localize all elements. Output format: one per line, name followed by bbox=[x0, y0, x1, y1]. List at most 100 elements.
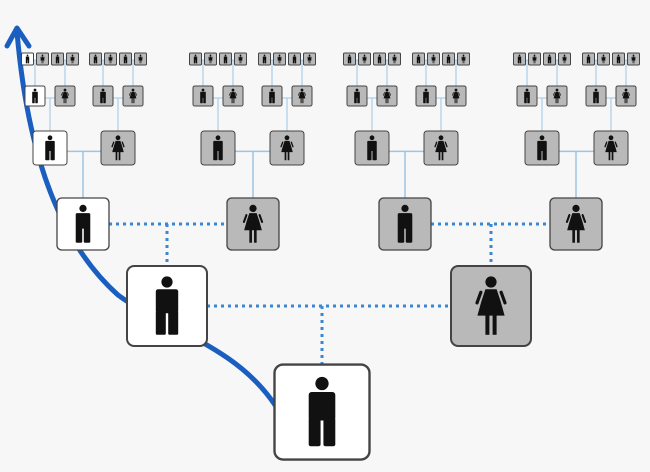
female-node bbox=[226, 197, 280, 251]
male-node bbox=[346, 85, 368, 107]
male-icon bbox=[213, 135, 223, 161]
female-icon bbox=[601, 54, 606, 64]
male-node bbox=[51, 52, 64, 66]
male-icon bbox=[75, 204, 91, 243]
female-node bbox=[54, 85, 76, 107]
male-icon bbox=[55, 54, 60, 64]
female-icon bbox=[431, 54, 436, 64]
male-node bbox=[200, 130, 236, 166]
male-node bbox=[119, 52, 132, 66]
female-icon bbox=[553, 88, 561, 104]
female-node bbox=[445, 85, 467, 107]
female-icon bbox=[238, 54, 243, 64]
female-icon bbox=[242, 204, 264, 243]
male-node bbox=[373, 52, 386, 66]
male-icon bbox=[616, 54, 621, 64]
female-node bbox=[549, 197, 603, 251]
male-node bbox=[612, 52, 625, 66]
female-node bbox=[273, 52, 286, 66]
female-icon bbox=[475, 276, 507, 335]
female-icon bbox=[280, 135, 294, 161]
female-icon bbox=[229, 88, 237, 104]
paternal-male-node bbox=[21, 52, 34, 66]
male-icon bbox=[517, 54, 522, 64]
female-node bbox=[593, 130, 629, 166]
male-icon bbox=[547, 54, 552, 64]
female-node bbox=[615, 85, 637, 107]
female-node bbox=[134, 52, 147, 66]
female-icon bbox=[562, 54, 567, 64]
female-node bbox=[204, 52, 217, 66]
male-node bbox=[585, 85, 607, 107]
male-icon bbox=[367, 135, 377, 161]
male-node bbox=[261, 85, 283, 107]
arrow-head-icon bbox=[4, 25, 32, 49]
male-node bbox=[582, 52, 595, 66]
female-icon bbox=[461, 54, 466, 64]
female-node bbox=[66, 52, 79, 66]
female-node bbox=[457, 52, 470, 66]
female-node bbox=[376, 85, 398, 107]
female-icon bbox=[565, 204, 587, 243]
male-icon bbox=[123, 54, 128, 64]
male-node bbox=[258, 52, 271, 66]
male-node bbox=[288, 52, 301, 66]
male-node bbox=[189, 52, 202, 66]
male-node bbox=[543, 52, 556, 66]
female-icon bbox=[434, 135, 448, 161]
people-nodes bbox=[21, 52, 640, 461]
female-icon bbox=[208, 54, 213, 64]
female-icon bbox=[362, 54, 367, 64]
female-node bbox=[627, 52, 640, 66]
female-icon bbox=[277, 54, 282, 64]
male-icon bbox=[347, 54, 352, 64]
male-icon bbox=[446, 54, 451, 64]
female-icon bbox=[70, 54, 75, 64]
female-node bbox=[546, 85, 568, 107]
female-icon bbox=[138, 54, 143, 64]
male-icon bbox=[45, 135, 55, 161]
female-node bbox=[450, 265, 532, 347]
female-icon bbox=[108, 54, 113, 64]
paternal-male-node bbox=[273, 363, 371, 461]
female-node bbox=[269, 130, 305, 166]
female-node bbox=[222, 85, 244, 107]
female-node bbox=[558, 52, 571, 66]
paternal-male-node bbox=[126, 265, 208, 347]
male-icon bbox=[586, 54, 591, 64]
female-node bbox=[427, 52, 440, 66]
male-node bbox=[219, 52, 232, 66]
female-node bbox=[597, 52, 610, 66]
paternal-male-node bbox=[56, 197, 110, 251]
female-node bbox=[423, 130, 459, 166]
female-icon bbox=[631, 54, 636, 64]
male-icon bbox=[100, 88, 106, 104]
male-icon bbox=[524, 88, 530, 104]
female-node bbox=[100, 130, 136, 166]
male-icon bbox=[262, 54, 267, 64]
male-icon bbox=[397, 204, 413, 243]
male-node bbox=[412, 52, 425, 66]
male-icon bbox=[32, 88, 38, 104]
female-icon bbox=[129, 88, 137, 104]
male-icon bbox=[93, 54, 98, 64]
male-icon bbox=[377, 54, 382, 64]
female-icon bbox=[622, 88, 630, 104]
male-icon bbox=[193, 54, 198, 64]
female-icon bbox=[298, 88, 306, 104]
male-node bbox=[378, 197, 432, 251]
male-node bbox=[192, 85, 214, 107]
connectors bbox=[33, 59, 628, 365]
paternal-male-node bbox=[24, 85, 46, 107]
female-node bbox=[122, 85, 144, 107]
male-node bbox=[354, 130, 390, 166]
male-node bbox=[513, 52, 526, 66]
male-icon bbox=[269, 88, 275, 104]
male-icon bbox=[200, 88, 206, 104]
paternal-line-arrow bbox=[4, 25, 278, 408]
female-icon bbox=[392, 54, 397, 64]
male-node bbox=[415, 85, 437, 107]
female-icon bbox=[383, 88, 391, 104]
male-node bbox=[343, 52, 356, 66]
female-node bbox=[388, 52, 401, 66]
